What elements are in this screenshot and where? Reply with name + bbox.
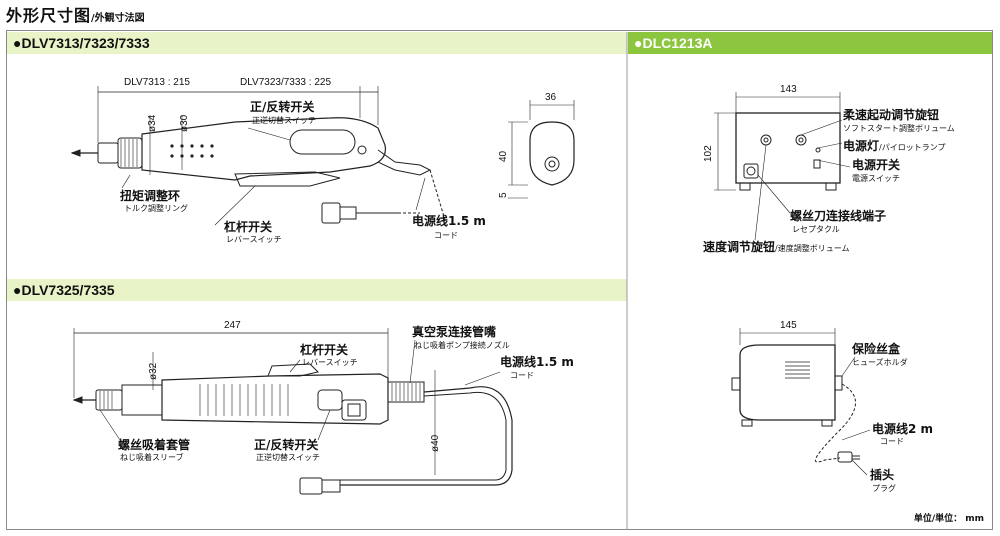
label-power-cord: 电源线1.5 m bbox=[412, 214, 486, 228]
label-plug-jp: プラグ bbox=[872, 484, 896, 493]
label-vacuum-nozzle-jp: ねじ吸着ポンプ接続ノズル bbox=[414, 341, 510, 350]
label-fr-switch-7325-jp: 正逆切替スイッチ bbox=[256, 453, 320, 462]
dim-dlv7323-length: DLV7323/7333 : 225 bbox=[240, 77, 332, 88]
dim-diameter-34: ø34 bbox=[147, 114, 158, 132]
label-vacuum-nozzle: 真空泵连接管嘴 bbox=[412, 325, 497, 339]
label-sleeve-jp: ねじ吸着スリーブ bbox=[120, 453, 184, 462]
dim-diameter-40: ø40 bbox=[430, 434, 441, 452]
label-lever-switch-7325: 杠杆开关 bbox=[300, 343, 349, 357]
label-sleeve: 螺丝吸着套管 bbox=[118, 438, 191, 452]
label-receptacle: 螺丝刀连接线端子 bbox=[790, 209, 887, 223]
label-power-cord-2m: 电源线2 m bbox=[872, 422, 934, 436]
dim-length-247: 247 bbox=[224, 320, 241, 331]
label-fr-switch-jp: 正逆切替スイッチ bbox=[252, 116, 316, 125]
dlc1213a-front-view bbox=[714, 92, 851, 241]
dim-width-143: 143 bbox=[780, 84, 797, 95]
label-fuse-box: 保险丝盒 bbox=[852, 342, 901, 356]
label-power-cord-7325-jp: コード bbox=[510, 371, 534, 380]
label-torque-ring-jp: トルク調整リング bbox=[124, 204, 188, 213]
dim-height-102: 102 bbox=[703, 145, 714, 162]
dlc1213a-side-view bbox=[731, 328, 871, 476]
drawing-frame bbox=[6, 30, 993, 530]
dim-width-36: 36 bbox=[545, 92, 557, 103]
label-power-lamp: 电源灯/パイロットランプ bbox=[843, 139, 946, 153]
label-power-cord-2m-jp: コード bbox=[880, 437, 904, 446]
label-receptacle-jp: レセプタクル bbox=[792, 225, 840, 234]
section-header-dlc1213a: ●DLC1213A bbox=[628, 32, 992, 54]
dim-height-40: 40 bbox=[498, 150, 509, 162]
label-speed-knob: 速度调节旋钮/速度調整ボリューム bbox=[703, 240, 850, 254]
unit-note: 单位/単位： mm bbox=[913, 514, 984, 524]
label-fr-switch-7325: 正/反转开关 bbox=[254, 438, 319, 452]
label-torque-ring: 扭矩调整环 bbox=[120, 189, 181, 203]
label-power-switch: 电源开关 bbox=[852, 158, 901, 172]
dim-width-145: 145 bbox=[780, 320, 797, 331]
label-plug: 插头 bbox=[870, 468, 895, 482]
dlv7313-screwdriver bbox=[70, 86, 446, 226]
section-header-dlv7313: ●DLV7313/7323/7333 bbox=[7, 32, 627, 54]
label-fuse-box-jp: ヒューズホルダ bbox=[852, 358, 908, 367]
dim-height-5: 5 bbox=[498, 192, 509, 198]
dim-dlv7313-length: DLV7313 : 215 bbox=[124, 77, 190, 88]
label-power-cord-7325: 电源线1.5 m bbox=[500, 355, 574, 369]
label-power-switch-jp: 電源スイッチ bbox=[852, 174, 900, 183]
label-fr-switch: 正/反转开关 bbox=[250, 100, 315, 114]
label-power-cord-jp: コード bbox=[434, 231, 458, 240]
label-soft-start-knob-jp: ソフトスタート調整ボリューム bbox=[843, 124, 955, 133]
dim-diameter-32: ø32 bbox=[148, 362, 159, 380]
label-soft-start-knob: 柔速起动调节旋钮 bbox=[843, 108, 940, 122]
label-lever-switch-jp: レバースイッチ bbox=[226, 235, 282, 244]
label-lever-switch: 杠杆开关 bbox=[224, 220, 273, 234]
dlv7325-screwdriver bbox=[72, 328, 513, 495]
dim-diameter-30: ø30 bbox=[179, 114, 190, 132]
dlv7313-end-view bbox=[508, 100, 575, 199]
label-lever-switch-7325-jp: レバースイッチ bbox=[302, 358, 358, 367]
section-header-dlv7325: ●DLV7325/7335 bbox=[7, 279, 627, 301]
page-title: 外形尺寸图/外観寸法図 bbox=[6, 6, 145, 25]
